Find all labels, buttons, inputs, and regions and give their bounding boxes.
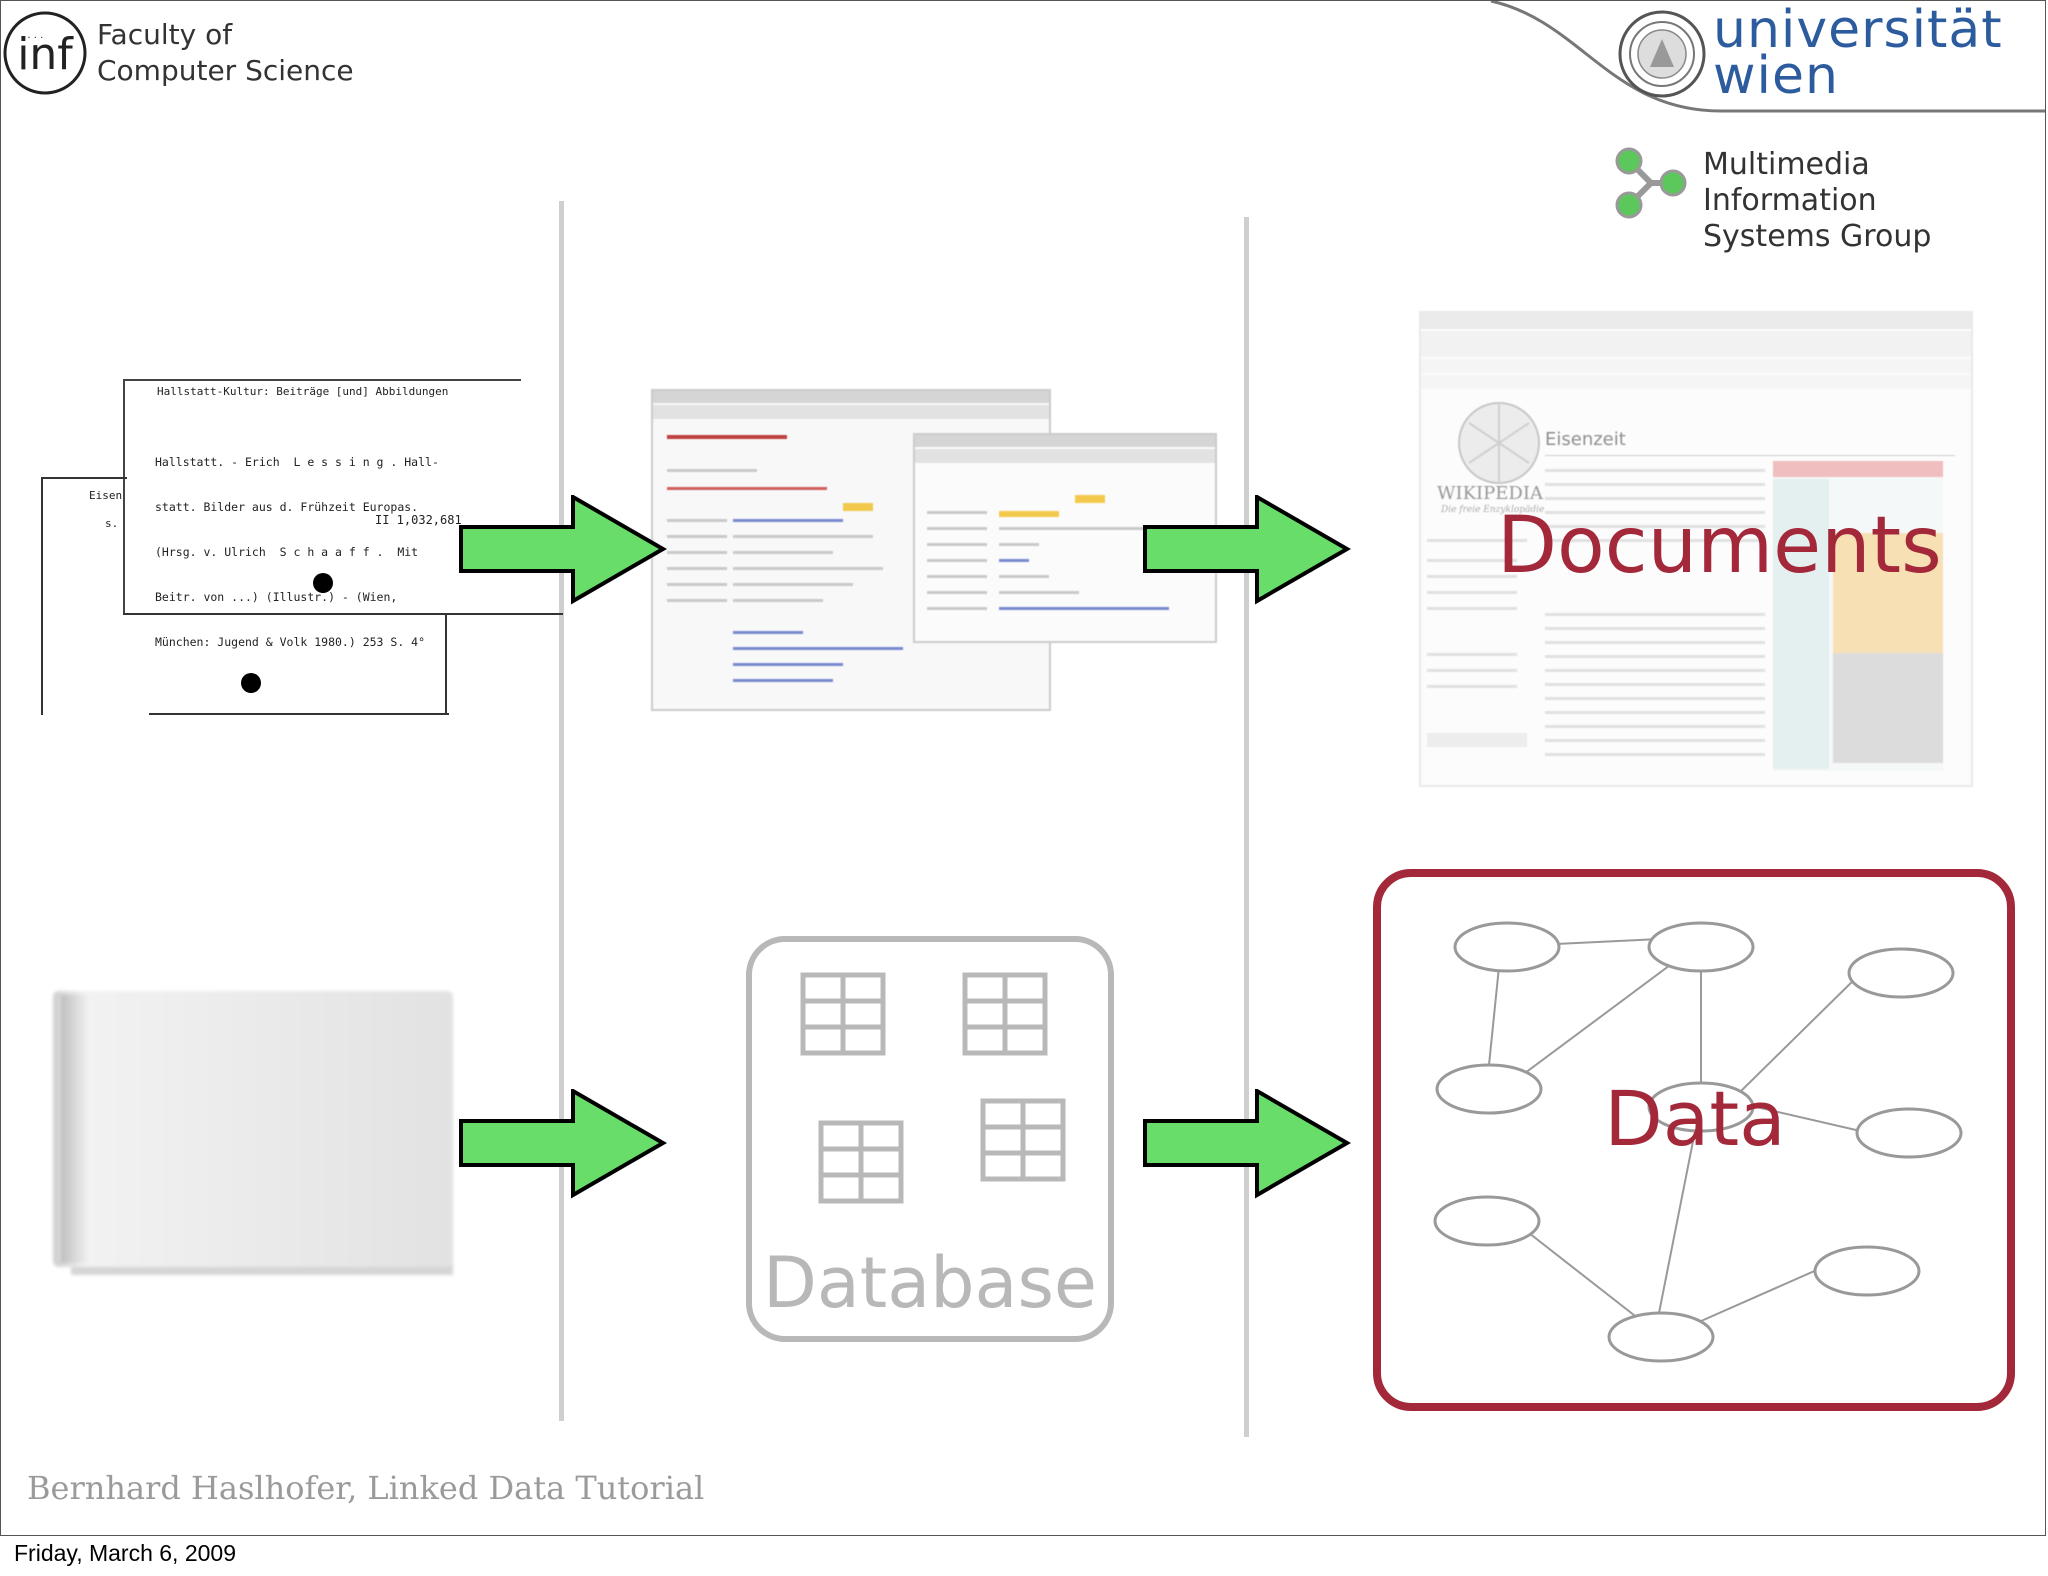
graph-node <box>1813 1245 1921 1297</box>
header-curve <box>1490 1 2045 113</box>
card-punch-hole-upper <box>313 573 333 593</box>
faculty-line1: Faculty of <box>97 18 233 51</box>
column-divider-left <box>559 201 564 1421</box>
table-grid-icon-2 <box>962 972 1048 1056</box>
table-grid-icon-3 <box>818 1120 904 1204</box>
university-line2: wien <box>1713 46 1839 106</box>
footer-credit: Bernhard Haslhofer, Linked Data Tutorial <box>27 1469 705 1507</box>
card-line4: Beitr. von ...) (Illustr.) - (Wien, <box>155 590 398 604</box>
database-label: Database <box>763 1242 1097 1324</box>
wikipedia-logo-text: WIKIPEDIA <box>1437 483 1543 504</box>
table-grid-icon-1 <box>800 972 886 1056</box>
university-line1: universität <box>1713 0 2003 60</box>
graph-node <box>1433 1195 1541 1247</box>
graph-nodes <box>1433 921 1963 1363</box>
card-line5: München: Jugend & Volk 1980.) 253 S. 4° <box>155 635 426 649</box>
data-graph: Data <box>1373 869 2015 1411</box>
database-block: Database <box>746 936 1114 1342</box>
table-grid-icon-4 <box>980 1098 1066 1182</box>
wikipedia-screenshot: WIKIPEDIA Die freie Enzyklopädie Eisenze… <box>1419 311 1973 787</box>
university-seal-icon <box>1618 10 1706 98</box>
card-punch-hole-lower <box>241 673 261 693</box>
card-body: Hallstatt. - Erich L e s s i n g . Hall-… <box>155 425 439 680</box>
group-line1: Multimedia Information <box>1703 147 1877 218</box>
slide: inf · · · · Faculty of Computer Science … <box>0 0 2046 1536</box>
inf-logo-icon: inf · · · · <box>3 11 87 95</box>
graph-node <box>1435 1063 1543 1115</box>
graph-node <box>1855 1107 1963 1159</box>
graph-node <box>1847 947 1955 999</box>
molecule-icon <box>1615 147 1687 219</box>
graph-node <box>1647 1081 1755 1133</box>
faculty-line2: Computer Science <box>97 54 354 87</box>
arrow-right-icon <box>1143 1089 1351 1199</box>
card-call-number: II 1,032,681 <box>375 513 462 527</box>
card-margin-small: s. <box>105 517 119 530</box>
data-label: Data <box>1604 1074 1785 1163</box>
wikipedia-globe-icon <box>1458 402 1540 484</box>
university-name: universität wien <box>1713 0 2003 106</box>
svg-text:· · · ·: · · · · <box>21 33 43 44</box>
arrow-right-icon <box>459 495 667 605</box>
graph-node <box>1647 921 1755 973</box>
arrow-right-icon <box>1143 495 1351 605</box>
inf-logo-text: inf <box>17 29 74 80</box>
footer-date: Friday, March 6, 2009 <box>14 1540 237 1566</box>
card-margin-left: Eisen <box>89 489 123 502</box>
card-heading: Hallstatt-Kultur: Beiträge [und] Abbildu… <box>157 385 449 398</box>
card-line3: (Hrsg. v. Ulrich S c h a a f f . Mit <box>155 545 419 559</box>
wikipedia-article-title: Eisenzeit <box>1545 429 1626 450</box>
faculty-name: Faculty of Computer Science <box>97 17 354 89</box>
documents-label: Documents <box>1497 501 1942 591</box>
card-line1: Hallstatt. - Erich L e s s i n g . Hall- <box>155 455 439 469</box>
graph-node <box>1453 921 1561 973</box>
card-line2: statt. Bilder aus d. Frühzeit Europas. <box>155 500 419 514</box>
graph-node <box>1607 1311 1715 1363</box>
column-divider-right <box>1244 217 1249 1437</box>
wikipedia-tagline: Die freie Enzyklopädie <box>1441 505 1545 515</box>
group-line2: Systems Group <box>1703 219 1932 254</box>
index-card: Hallstatt-Kultur: Beiträge [und] Abbildu… <box>41 373 563 718</box>
arrow-right-icon <box>459 1089 667 1199</box>
group-name: Multimedia Information Systems Group <box>1703 147 2045 255</box>
blank-book <box>53 981 493 1281</box>
